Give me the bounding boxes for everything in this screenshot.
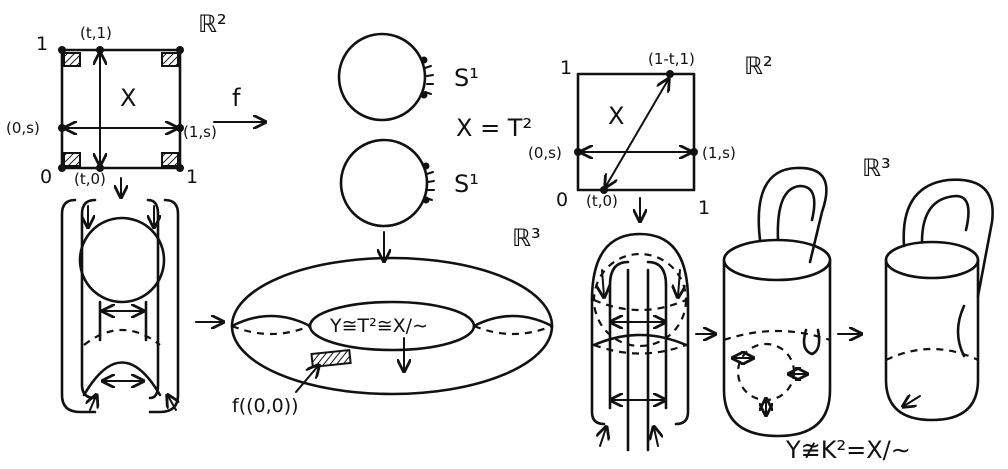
right-tube-drawing xyxy=(590,232,714,452)
torus-point-hatch xyxy=(310,348,352,369)
left-unit-square xyxy=(60,48,182,170)
left-right-point-label: (1,s) xyxy=(183,123,217,141)
left-corner-1-right: 1 xyxy=(186,166,198,188)
corner-hatch-tr xyxy=(161,52,179,67)
left-tube-drawing xyxy=(60,198,222,414)
klein-step-2: ℝ³ Y≇K²=X/∼ xyxy=(785,154,994,464)
torus-R3-label: ℝ³ xyxy=(512,224,541,252)
torus-panel: Y≅T²≅X/∼ f((0,0)) ℝ³ xyxy=(230,224,554,417)
right-right-point-label: (1,s) xyxy=(702,144,736,162)
right-corner-1-right: 1 xyxy=(698,197,710,219)
corner-hatch-bl xyxy=(63,152,81,167)
right-square-panel: 1 0 1 (1-t,1) (0,s) (1,s) (t,0) X ℝ² xyxy=(528,50,773,220)
left-top-point-label: (t,1) xyxy=(80,24,112,42)
left-corner-1-top: 1 xyxy=(36,33,48,55)
right-unit-square xyxy=(576,72,696,192)
right-left-point-label: (0,s) xyxy=(528,144,562,162)
circle-top xyxy=(337,32,427,122)
right-square-X: X xyxy=(608,102,624,130)
left-R2-label: ℝ² xyxy=(198,10,227,38)
left-square-panel: 1 0 1 (t,1) (0,s) (1,s) (t,0) X ℝ² f xyxy=(6,10,264,196)
map-f-label: f xyxy=(232,84,241,112)
torus-center-label: Y≅T²≅X/∼ xyxy=(329,315,428,337)
klein-step-1 xyxy=(722,166,860,438)
S1-bottom-label: S¹ xyxy=(454,170,479,198)
X-equals-T2-label: X = T² xyxy=(456,114,532,142)
left-bottom-point-label: (t,0) xyxy=(74,170,106,188)
corner-hatch-tl xyxy=(63,52,81,67)
right-corner-1-top: 1 xyxy=(560,57,572,79)
S1-top-label: S¹ xyxy=(454,64,479,92)
left-square-X: X xyxy=(120,84,136,112)
f-of-origin-label: f((0,0)) xyxy=(232,395,299,417)
circles-panel: S¹ S¹ X = T² xyxy=(337,32,532,260)
left-left-point-label: (0,s) xyxy=(6,119,40,137)
right-R2-label: ℝ² xyxy=(744,52,773,80)
circle-bottom xyxy=(339,138,429,228)
right-corner-0: 0 xyxy=(556,189,568,211)
corner-hatch-br xyxy=(161,152,179,167)
klein-R3-label: ℝ³ xyxy=(862,154,891,182)
right-top-point-label: (1-t,1) xyxy=(648,50,695,68)
left-corner-0: 0 xyxy=(40,166,52,188)
klein-caption: Y≇K²=X/∼ xyxy=(785,436,911,464)
right-bottom-point-label: (t,0) xyxy=(586,192,618,210)
